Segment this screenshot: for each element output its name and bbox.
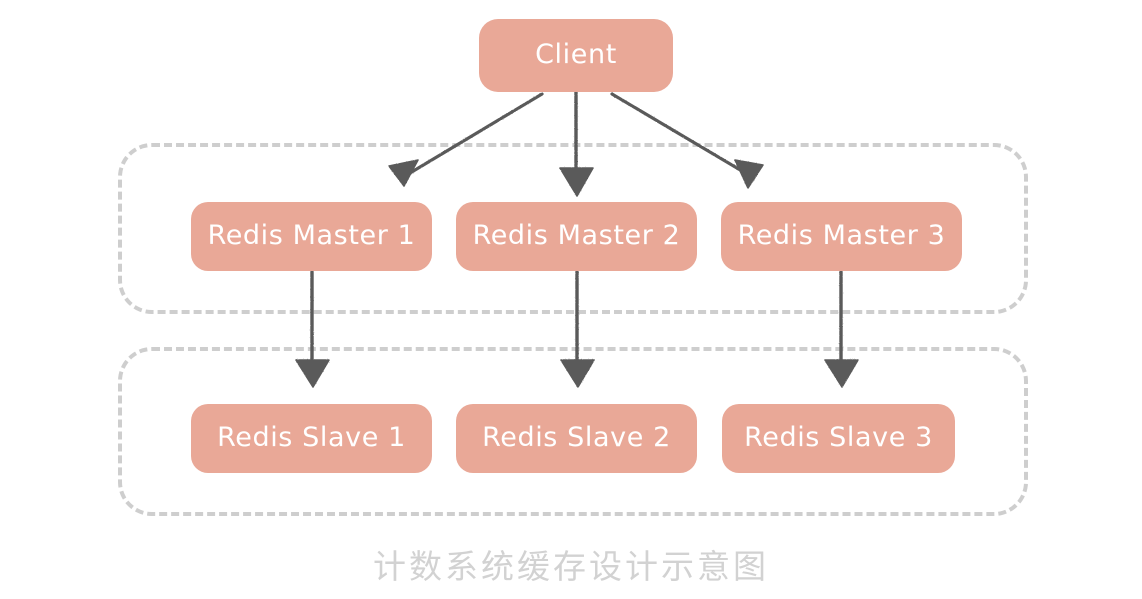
node-redis-slave-3[interactable]: Redis Slave 3 <box>722 404 955 473</box>
node-redis-slave-2[interactable]: Redis Slave 2 <box>456 404 697 473</box>
node-redis-slave-2-label: Redis Slave 2 <box>482 422 671 453</box>
masters-group-container <box>118 143 1028 314</box>
node-redis-master-3[interactable]: Redis Master 3 <box>721 202 962 271</box>
node-redis-slave-1-label: Redis Slave 1 <box>217 422 406 453</box>
diagram-caption: 计数系统缓存设计示意图 <box>373 547 769 586</box>
node-redis-slave-1[interactable]: Redis Slave 1 <box>191 404 432 473</box>
node-redis-slave-3-label: Redis Slave 3 <box>744 422 933 453</box>
node-redis-master-2[interactable]: Redis Master 2 <box>456 202 697 271</box>
node-redis-master-3-label: Redis Master 3 <box>737 220 946 251</box>
slaves-group-container <box>118 347 1028 516</box>
node-client-label: Client <box>535 39 617 70</box>
node-redis-master-1-label: Redis Master 1 <box>207 220 416 251</box>
node-redis-master-1[interactable]: Redis Master 1 <box>191 202 432 271</box>
node-redis-master-2-label: Redis Master 2 <box>472 220 681 251</box>
node-client[interactable]: Client <box>479 19 673 92</box>
